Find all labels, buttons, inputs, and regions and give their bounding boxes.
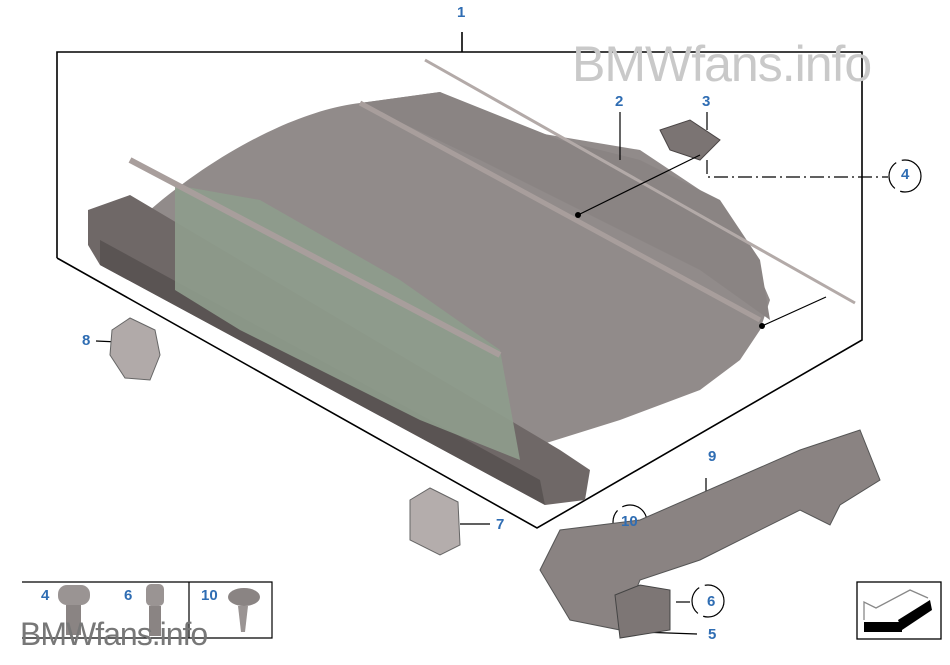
net-screen xyxy=(175,185,520,460)
bolt-icon xyxy=(146,584,164,636)
bracket-5 xyxy=(614,584,671,639)
rod-2 xyxy=(424,58,856,305)
callout-4[interactable]: 4 xyxy=(901,166,910,183)
callout-10[interactable]: 10 xyxy=(621,513,638,530)
clip-icon xyxy=(228,588,260,632)
vehicle-orientation-icon xyxy=(856,581,942,640)
box-label-4[interactable]: 4 xyxy=(41,587,50,604)
box-label-10[interactable]: 10 xyxy=(201,587,218,604)
callout-2[interactable]: 2 xyxy=(615,93,624,110)
callout-7[interactable]: 7 xyxy=(496,516,505,533)
watermark-top: BMWfans.info xyxy=(572,36,872,92)
callout-8[interactable]: 8 xyxy=(82,332,91,349)
watermark-bottom: BMWfans.info xyxy=(20,616,208,652)
screw-icon xyxy=(58,585,90,635)
cover-top-panel xyxy=(360,92,770,320)
callout-6[interactable]: 6 xyxy=(707,593,716,610)
handle-part xyxy=(659,119,721,161)
callout-5[interactable]: 5 xyxy=(708,626,717,643)
callout-3[interactable]: 3 xyxy=(702,93,711,110)
callout-1[interactable]: 1 xyxy=(457,4,466,21)
callout-9[interactable]: 9 xyxy=(708,448,717,465)
box-label-6[interactable]: 6 xyxy=(124,587,133,604)
rod-front xyxy=(128,157,502,358)
mount-part-8 xyxy=(109,317,161,381)
fasteners-box xyxy=(22,581,273,639)
rod-middle xyxy=(358,100,762,323)
holder-part-7 xyxy=(409,487,461,556)
assembly-frame xyxy=(56,32,863,529)
